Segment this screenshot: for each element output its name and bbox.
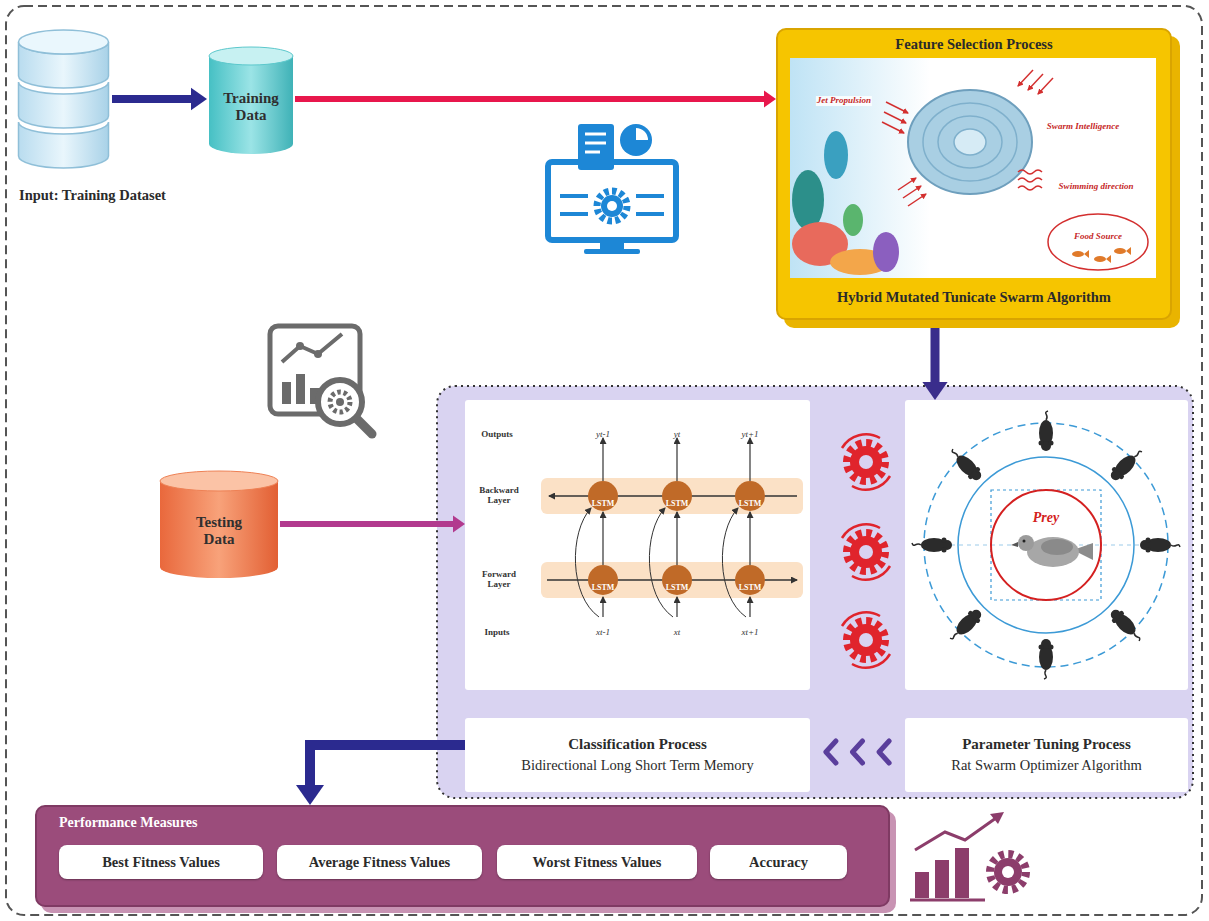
- lstm-cell-label: LSTM: [739, 500, 762, 509]
- classification-panel: Classification ProcessBidirectional Long…: [465, 400, 810, 792]
- pill-label: Accuracy: [749, 854, 808, 871]
- arrow-shaft: [931, 320, 940, 383]
- input-symbol: xt-1: [596, 628, 610, 638]
- layer-label: Outputs: [481, 430, 513, 440]
- flow-arrow: [280, 516, 465, 533]
- figure-note: Swarm Intelligence: [1046, 122, 1120, 132]
- box-title: Feature Selection Process: [895, 36, 1052, 53]
- node-caption: Input: Training Dataset: [19, 187, 166, 204]
- measure-pill: Accuracy: [710, 845, 847, 879]
- cylinder-label: Testing Data: [180, 514, 258, 549]
- pill-label: Worst Fitness Values: [533, 854, 662, 871]
- chevron: [879, 741, 889, 763]
- chevron: [853, 741, 863, 763]
- rat-swarm-illustration: [905, 400, 1188, 792]
- lstm-cell-label: LSTM: [592, 500, 615, 509]
- lstm-cell-label: LSTM: [666, 584, 689, 593]
- lstm-cell-label: LSTM: [666, 500, 689, 509]
- cylinder-label: Training Data: [212, 90, 290, 125]
- input-symbol: xt: [674, 628, 681, 638]
- panel-subtitle: Bidirectional Long Short Term Memory: [521, 757, 753, 774]
- arrow-shaft: [310, 745, 465, 786]
- chevron-arrow: [826, 741, 889, 763]
- computer-icon: [548, 124, 676, 254]
- output-symbol: yt+1: [741, 430, 758, 440]
- measure-pill: Worst Fitness Values: [497, 845, 697, 879]
- outer-border: [6, 6, 1202, 915]
- feature-selection-box: Feature Selection ProcessHybrid Mutated …: [776, 28, 1172, 320]
- database-node: Input: Training Dataset: [15, 28, 112, 168]
- figure-note: Swimming direction: [1058, 182, 1135, 192]
- measure-pill: Average Fitness Values: [277, 845, 482, 879]
- gear-icons: [842, 434, 890, 667]
- lstm-cell-label: LSTM: [592, 584, 615, 593]
- parameter-tuning-panel: Parameter Tuning ProcessRat Swarm Optimi…: [905, 400, 1188, 792]
- pill-label: Average Fitness Values: [309, 854, 451, 871]
- performance-box: Performance MeasuresBest Fitness Values A…: [35, 805, 890, 907]
- arrow-head: [296, 785, 324, 805]
- panel-title: Parameter Tuning Process: [962, 736, 1131, 753]
- arrow-head: [764, 91, 776, 108]
- measure-pill: Best Fitness Values: [59, 845, 263, 879]
- arrow-shaft: [295, 96, 765, 102]
- database-cylinder: [15, 28, 112, 170]
- layer-label: Backward Layer: [475, 486, 523, 506]
- tunicate-illustration: [778, 30, 1170, 318]
- figure-note: Food Source: [1073, 232, 1123, 242]
- arrow-head: [922, 382, 947, 400]
- panel-title: Classification Process: [568, 736, 706, 753]
- arrow-shaft: [112, 95, 192, 103]
- output-symbol: yt-1: [596, 430, 610, 440]
- data-cylinder: Testing Data: [158, 470, 280, 578]
- layer-label: Inputs: [484, 628, 509, 638]
- input-symbol: xt+1: [741, 628, 758, 638]
- output-symbol: yt: [674, 430, 681, 440]
- figure-note: Jet Propulsion: [816, 96, 872, 106]
- box-title: Performance Measures: [59, 815, 198, 831]
- flow-arrow: [296, 745, 465, 805]
- flow-arrow: [922, 320, 947, 400]
- data-cylinder: Training Data: [207, 46, 295, 154]
- flow-arrow: [295, 91, 776, 108]
- flow-arrow: [112, 88, 207, 110]
- prey-label: Prey: [1033, 510, 1059, 525]
- lstm-cell-label: LSTM: [739, 584, 762, 593]
- bilstm-illustration: [465, 400, 810, 792]
- arrow-shaft: [280, 521, 454, 527]
- box-subtitle: Hybrid Mutated Tunicate Swarm Algorithm: [837, 289, 1111, 306]
- caption-area: Parameter Tuning ProcessRat Swarm Optimi…: [905, 718, 1188, 792]
- arrow-head: [453, 516, 465, 533]
- layer-label: Forward Layer: [475, 570, 523, 590]
- panel-subtitle: Rat Swarm Optimizer Algorithm: [951, 757, 1142, 774]
- pill-label: Best Fitness Values: [102, 854, 220, 871]
- arrow-head: [191, 88, 207, 110]
- chevron: [826, 741, 836, 763]
- model-region: [437, 386, 1193, 798]
- analytics-icon: [270, 326, 372, 434]
- caption-area: Classification ProcessBidirectional Long…: [465, 718, 810, 792]
- chart-icon: [910, 812, 1026, 900]
